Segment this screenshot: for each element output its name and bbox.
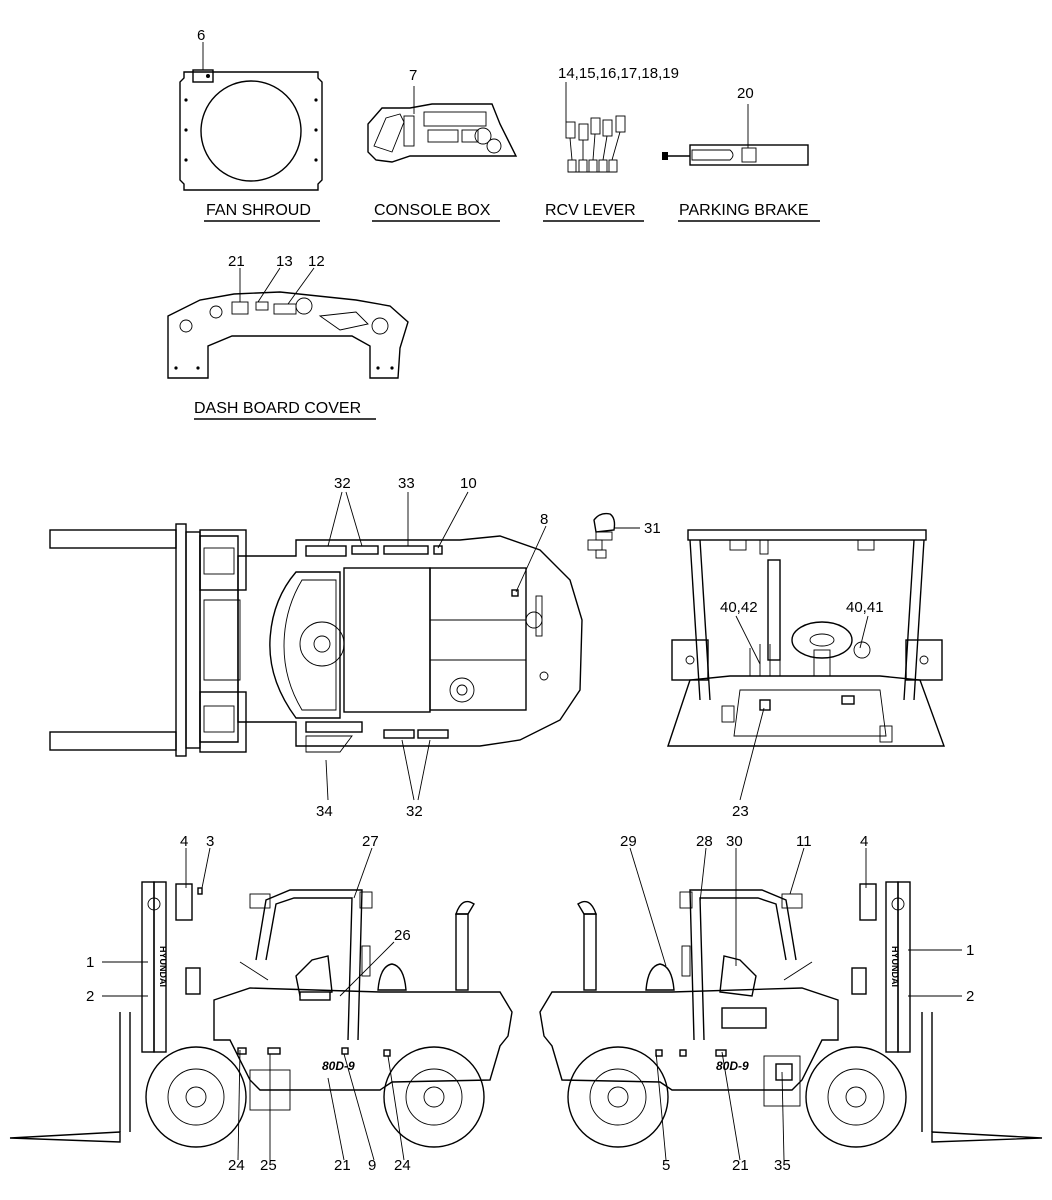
callout-32-bottom: 32 [406,803,423,820]
callout-21-dash: 21 [228,253,245,270]
callout-30: 30 [726,833,743,850]
console-box-part [367,86,518,163]
callout-24-a: 24 [228,1157,245,1174]
fan-shroud-part [179,42,323,191]
callout-8: 8 [540,511,548,528]
dash-board-cover-part [167,267,409,379]
callout-25: 25 [260,1157,277,1174]
callout-3: 3 [206,833,214,850]
caption-dash-board-cover: DASH BOARD COVER [194,400,361,417]
callout-26: 26 [394,927,411,944]
forklift-rear-view [667,529,945,747]
forklift-left-side-view: HYUNDAI 80D-9 [9,881,513,1148]
callout-33: 33 [398,475,415,492]
callout-40-42: 40,42 [720,599,758,616]
callout-27: 27 [362,833,379,850]
callout-6: 6 [197,27,205,44]
callout-31: 31 [644,520,661,537]
parking-brake-part [662,104,809,166]
model-decal-right: 80D-9 [716,1059,749,1073]
callout-40-41: 40,41 [846,599,884,616]
callout-20: 20 [737,85,754,102]
callout-35: 35 [774,1157,791,1174]
forklift-top-view [49,523,583,757]
callout-2-right: 2 [966,988,974,1005]
rcv-lever-part [565,82,626,173]
callout-1-left: 1 [86,954,94,971]
callout-4-left: 4 [180,833,188,850]
callout-21-right: 21 [732,1157,749,1174]
forklift-right-side-view: HYUNDAI 80D-9 [539,881,1043,1148]
callout-34: 34 [316,803,333,820]
caption-fan-shroud: FAN SHROUD [206,202,311,219]
callout-12: 12 [308,253,325,270]
callout-28: 28 [696,833,713,850]
callout-32-top: 32 [334,475,351,492]
brand-decal-right: HYUNDAI [890,946,900,987]
callout-23: 23 [732,803,749,820]
callout-5: 5 [662,1157,670,1174]
callout-7: 7 [409,67,417,84]
callout-24-b: 24 [394,1157,411,1174]
callout-14-19: 14,15,16,17,18,19 [558,65,679,82]
callout-11: 11 [796,833,812,850]
caption-parking-brake: PARKING BRAKE [679,202,809,219]
model-decal-left: 80D-9 [322,1059,355,1073]
callout-9: 9 [368,1157,376,1174]
callout-21-left: 21 [334,1157,351,1174]
callout-29: 29 [620,833,637,850]
caption-rcv-lever: RCV LEVER [545,202,636,219]
callout-1-right: 1 [966,942,974,959]
callout-2-left: 2 [86,988,94,1005]
warning-light-part [587,512,640,559]
callout-13: 13 [276,253,293,270]
brand-decal-left: HYUNDAI [158,946,168,987]
callout-10: 10 [460,475,477,492]
callout-4-right: 4 [860,833,868,850]
caption-console-box: CONSOLE BOX [374,202,491,219]
